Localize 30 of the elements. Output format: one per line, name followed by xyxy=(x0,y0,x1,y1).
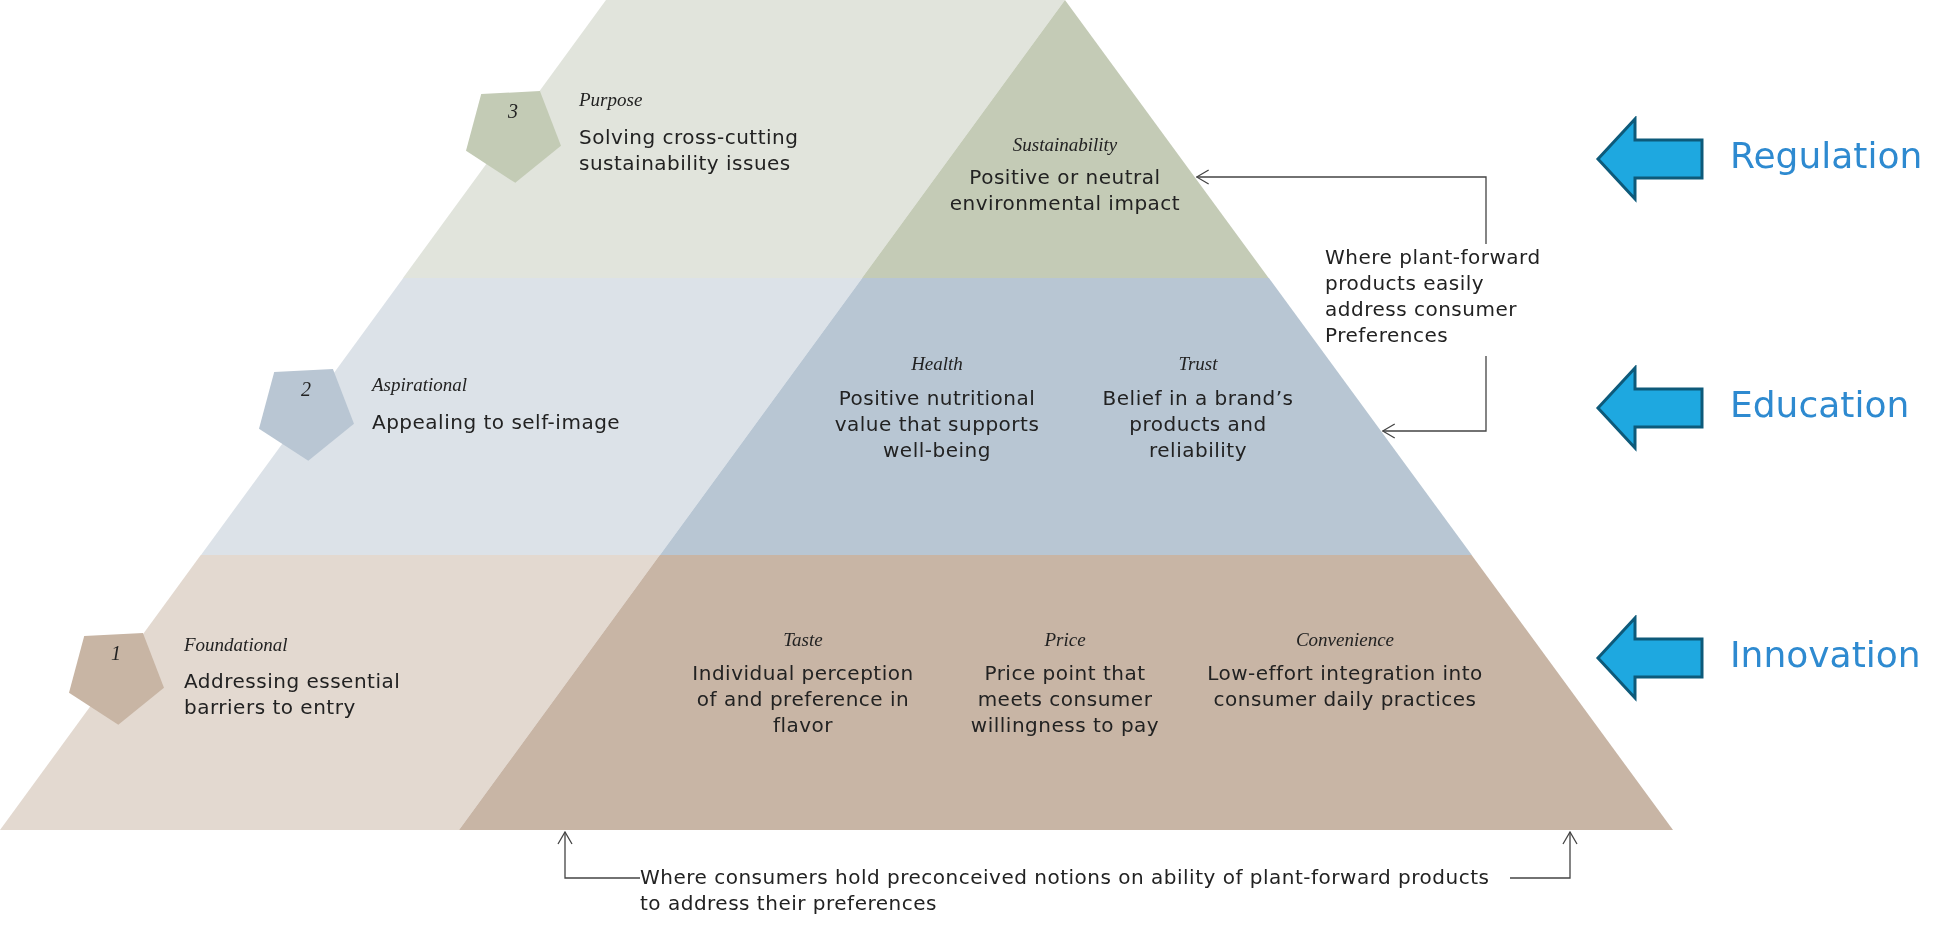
heading-text: Foundational xyxy=(184,633,289,657)
heading-text: Price xyxy=(1043,628,1087,652)
heading-text: Health xyxy=(910,352,964,376)
description-text: Appealing to self-image xyxy=(372,409,622,435)
step-number: 3 xyxy=(507,99,519,124)
arrow xyxy=(557,831,641,879)
heading-text: Taste xyxy=(782,628,824,652)
description-text: Price point that meets consumer willingness to pay xyxy=(969,660,1161,738)
description-text: Positive or neutral environmental impact xyxy=(948,164,1182,216)
arrow xyxy=(1509,831,1578,879)
note-text: Where plant-forward products easily address consumer Preferences xyxy=(1325,244,1542,348)
step-number: 1 xyxy=(110,641,122,666)
lever-label: Regulation xyxy=(1730,135,1923,176)
description-text: Solving cross-cutting sustainability issues xyxy=(579,124,800,176)
lever-label: Education xyxy=(1730,384,1910,425)
description-text: Belief in a brand’s products and reliability xyxy=(1101,385,1295,463)
heading-text: Sustainability xyxy=(1011,133,1119,157)
description-text: Positive nutritional value that supports well-being xyxy=(833,385,1041,463)
step-number: 2 xyxy=(300,377,312,402)
description-text: Addressing essential barriers to entry xyxy=(184,668,402,720)
note-text: Where consumers hold preconceived notions on ability of plant-forward products to address their preferences xyxy=(640,864,1491,916)
description-text: Low-effort integration into consumer daily practices xyxy=(1206,660,1484,712)
description-text: Individual perception of and preference in flavor xyxy=(691,660,915,738)
lever-label: Innovation xyxy=(1730,634,1921,675)
heading-text: Aspirational xyxy=(372,373,468,397)
arrow xyxy=(1382,355,1487,439)
heading-text: Convenience xyxy=(1294,628,1396,652)
arrow xyxy=(1196,169,1487,245)
heading-text: Purpose xyxy=(579,88,644,112)
heading-text: Trust xyxy=(1177,352,1219,376)
